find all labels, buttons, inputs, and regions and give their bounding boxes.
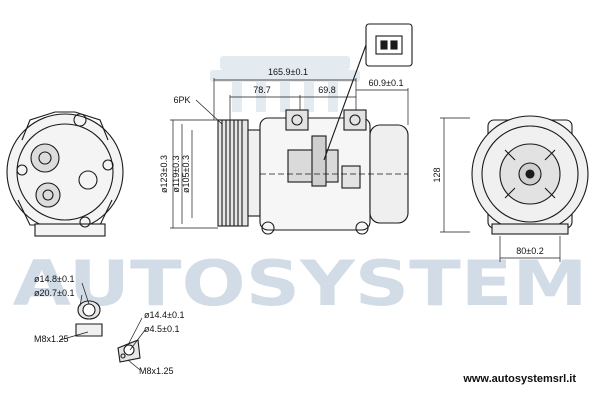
dim-pulley-outer: ø123±0.3 [159, 155, 169, 193]
dim-belt-profile: 6PK [173, 95, 190, 105]
suction-inner-diameter: ø14.8±0.1 [34, 274, 74, 284]
suction-outer-diameter: ø20.7±0.1 [34, 288, 74, 298]
dim-pulley-inner: ø105±0.3 [181, 155, 191, 193]
dim-mount-to-mount: 69.8 [318, 85, 336, 95]
dim-port-spacing: 80±0.2 [516, 246, 543, 256]
discharge-inner-diameter: ø14.4±0.1 [144, 310, 184, 320]
suction-thread-size: M8x1.25 [34, 334, 69, 344]
discharge-port-detail [117, 317, 146, 371]
dimension-lines [170, 78, 561, 262]
dim-height: 128 [432, 167, 442, 182]
website-url[interactable]: www.autosystemsrl.it [462, 373, 576, 385]
dim-rear-offset: 60.9±0.1 [369, 78, 404, 88]
connector-callout [323, 23, 413, 161]
watermark-logo [210, 56, 360, 112]
discharge-thread-size: M8x1.25 [139, 366, 174, 376]
side-view [217, 109, 409, 235]
watermark-brand: AUTOSYSTEM [13, 247, 588, 320]
dim-pulley-mid: ø119±0.3 [171, 155, 181, 192]
discharge-small-diameter: ø4.5±0.1 [144, 324, 179, 334]
dim-overall-length: 165.9±0.1 [268, 67, 308, 77]
dim-clutch-to-mount: 78.7 [253, 85, 271, 95]
rear-view [6, 111, 124, 237]
front-view [471, 115, 589, 235]
suction-port-detail [59, 282, 103, 341]
